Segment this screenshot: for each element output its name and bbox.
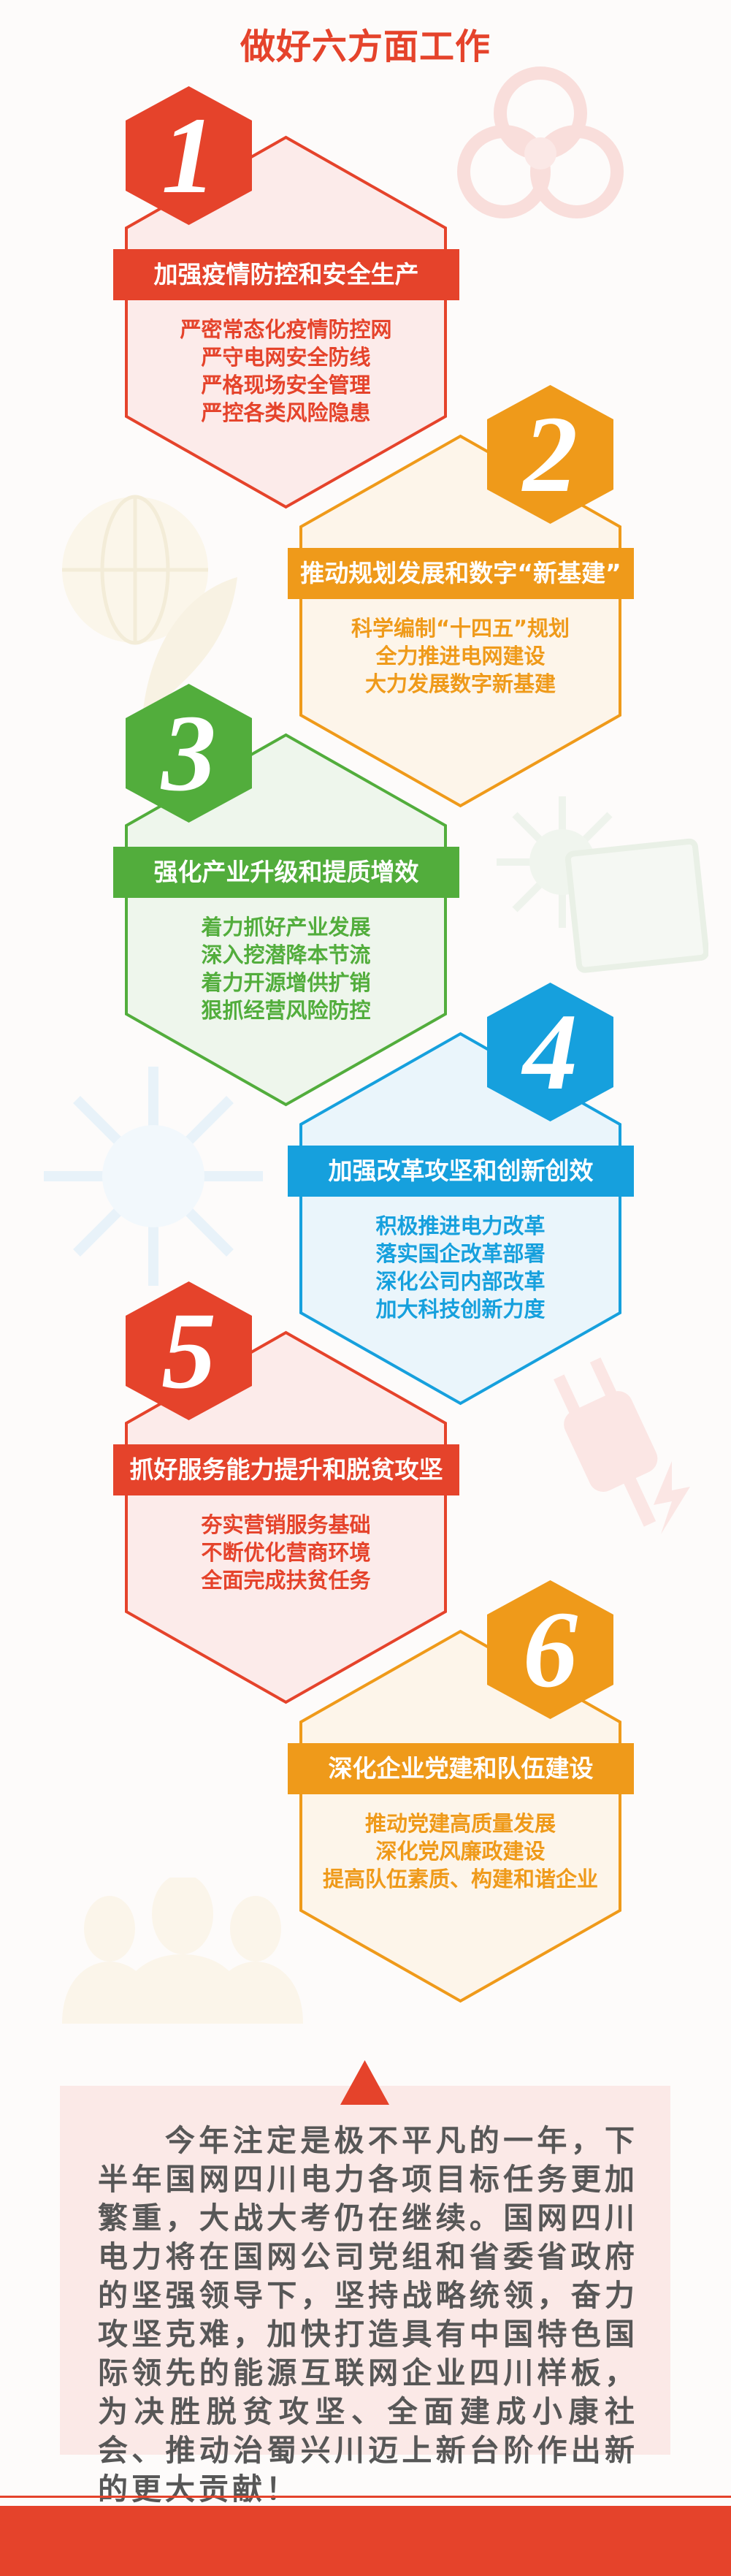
hexagon-frame [125, 733, 447, 1107]
bullet-item: 深入挖潜降本节流 [201, 942, 371, 967]
hexagon-frame [299, 1032, 621, 1406]
bullet-item: 提高队伍素质、构建和谐企业 [322, 1867, 598, 1891]
section-bullets: 积极推进电力改革落实国企改革部署深化公司内部改革加大科技创新力度 [299, 1212, 622, 1323]
section-number: 1 [161, 95, 216, 216]
bullet-item: 全面完成扶贫任务 [201, 1568, 371, 1593]
footer-bar [0, 2506, 731, 2576]
bullet-item: 严守电网安全防线 [201, 345, 371, 370]
section-number: 6 [523, 1589, 578, 1710]
bullet-item: 积极推进电力改革 [375, 1213, 546, 1238]
section-heading: 强化产业升级和提质增效 [113, 847, 459, 898]
bullet-item: 着力开源增供扩销 [201, 970, 371, 995]
bullet-item: 严格现场安全管理 [201, 373, 371, 397]
section-heading: 抓好服务能力提升和脱贫攻坚 [113, 1444, 459, 1495]
bullet-item: 大力发展数字新基建 [364, 671, 556, 696]
bullet-item: 深化公司内部改革 [375, 1269, 546, 1294]
hexagon-badge-icon [126, 86, 252, 225]
number-badge: 2 [487, 385, 613, 524]
hexagon-frame [299, 434, 621, 808]
power-plug-icon [554, 1357, 690, 1534]
section-bullets: 着力抓好产业发展深入挖潜降本节流着力开源增供扩销狠抓经营风险防控 [124, 913, 448, 1024]
section-heading: 加强改革攻坚和创新创效 [288, 1146, 634, 1197]
section-heading: 推动规划发展和数字“新基建” [288, 548, 634, 599]
bullet-item: 不断优化营商环境 [201, 1540, 371, 1565]
section-heading: 加强疫情防控和安全生产 [113, 249, 459, 300]
hexagon-frame [299, 1629, 621, 2003]
hexagon-frame [125, 1330, 447, 1704]
section-number: 3 [161, 693, 216, 814]
bullet-item: 夯实营销服务基础 [201, 1512, 371, 1537]
hexagon-badge-icon [487, 983, 613, 1121]
number-badge: 1 [126, 86, 252, 225]
bullet-item: 加大科技创新力度 [375, 1297, 546, 1322]
globe-leaf-icon [62, 495, 237, 716]
section-bullets: 夯实营销服务基础不断优化营商环境全面完成扶贫任务 [124, 1511, 448, 1594]
bullet-item: 全力推进电网建设 [375, 644, 546, 668]
hexagon-badge-icon [126, 684, 252, 823]
summary-box [60, 2086, 670, 2455]
people-icon [62, 1878, 303, 2024]
bullet-item: 严控各类风险隐患 [201, 400, 371, 425]
number-badge: 6 [487, 1580, 613, 1719]
section-4: 加强改革攻坚和创新创效积极推进电力改革落实国企改革部署深化公司内部改革加大科技创… [288, 983, 634, 1406]
summary-paragraph: 今年注定是极不平凡的一年，下半年国网四川电力各项目标任务更加繁重，大战大考仍在继… [98, 2123, 638, 2507]
section-bullets: 推动党建高质量发展深化党风廉政建设提高队伍素质、构建和谐企业 [299, 1810, 622, 1893]
bullet-item: 落实国企改革部署 [375, 1241, 546, 1266]
triangle-pointer-icon [340, 2060, 389, 2105]
bullet-item: 深化党风廉政建设 [375, 1839, 546, 1864]
bullet-item: 严密常态化疫情防控网 [180, 317, 392, 342]
hexagon-badge-icon [126, 1281, 252, 1420]
section-6: 深化企业党建和队伍建设推动党建高质量发展深化党风廉政建设提高队伍素质、构建和谐企… [288, 1580, 634, 2003]
sun-icon [44, 1067, 263, 1286]
section-bullets: 严密常态化疫情防控网严守电网安全防线严格现场安全管理严控各类风险隐患 [124, 316, 448, 427]
bullet-item: 着力抓好产业发展 [201, 915, 371, 940]
solar-panel-icon [497, 796, 708, 973]
number-badge: 4 [487, 983, 613, 1121]
section-5: 抓好服务能力提升和脱贫攻坚夯实营销服务基础不断优化营商环境全面完成扶贫任务 5 [113, 1281, 459, 1704]
section-number: 4 [523, 991, 578, 1113]
section-number: 2 [523, 394, 578, 515]
number-badge: 5 [126, 1281, 252, 1420]
hexagon-badge-icon [487, 385, 613, 524]
footer-divider [0, 2496, 731, 2498]
number-badge: 3 [126, 684, 252, 823]
bullet-item: 科学编制“十四五”规划 [351, 616, 570, 641]
section-3: 强化产业升级和提质增效着力抓好产业发展深入挖潜降本节流着力开源增供扩销狠抓经营风… [113, 684, 459, 1107]
biohazard-icon [457, 66, 624, 218]
section-number: 5 [161, 1290, 216, 1411]
bullet-item: 狠抓经营风险防控 [201, 998, 371, 1023]
section-heading: 深化企业党建和队伍建设 [288, 1743, 634, 1794]
section-2: 推动规划发展和数字“新基建” 科学编制“十四五”规划全力推进电网建设大力发展数字新… [288, 385, 634, 808]
section-1: 加强疫情防控和安全生产严密常态化疫情防控网严守电网安全防线严格现场安全管理严控各… [113, 86, 459, 509]
section-bullets: 科学编制“十四五”规划全力推进电网建设大力发展数字新基建 [299, 614, 622, 698]
hexagon-frame [125, 135, 447, 509]
page-title: 做好六方面工作 [240, 26, 491, 67]
bullet-item: 推动党建高质量发展 [364, 1811, 556, 1836]
hexagon-badge-icon [487, 1580, 613, 1719]
